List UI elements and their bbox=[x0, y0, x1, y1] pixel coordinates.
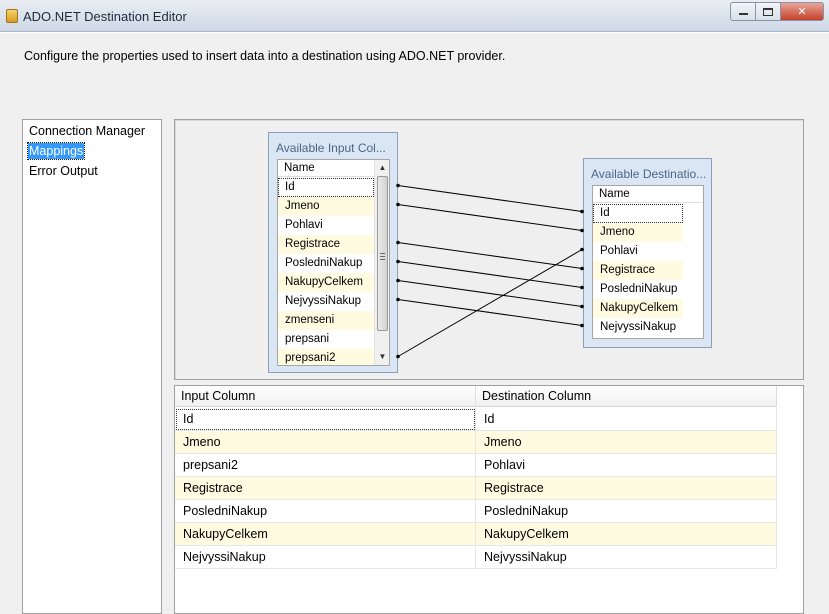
input-column-cell[interactable]: Registrace bbox=[175, 477, 476, 500]
mapping-line[interactable] bbox=[397, 185, 583, 212]
chevron-down-icon[interactable]: ▼ bbox=[378, 351, 387, 361]
destination-list-header: Name bbox=[593, 186, 703, 203]
nav-item-mappings[interactable]: Mappings bbox=[26, 142, 86, 160]
input-column-item[interactable]: Pohlavi bbox=[285, 219, 323, 231]
input-column-item[interactable]: NakupyCelkem bbox=[278, 273, 374, 292]
mapping-line[interactable] bbox=[397, 280, 583, 307]
input-column-item[interactable]: NejvyssiNakup bbox=[285, 295, 362, 307]
destination-column-cell[interactable]: PosledniNakup bbox=[476, 500, 777, 523]
input-list-scrollbar[interactable]: ▲ ▼ bbox=[374, 160, 389, 365]
maximize-icon bbox=[763, 7, 773, 16]
destination-column-item[interactable]: Id bbox=[593, 204, 683, 223]
mapping-line[interactable] bbox=[397, 249, 583, 357]
input-column-cell[interactable]: Id bbox=[175, 408, 476, 431]
input-column-cell[interactable]: prepsani2 bbox=[175, 454, 476, 477]
chevron-up-icon[interactable]: ▲ bbox=[378, 162, 387, 172]
destination-box-title: Available Destinatio... bbox=[591, 167, 707, 181]
input-column-cell[interactable]: PosledniNakup bbox=[175, 500, 476, 523]
folder-icon bbox=[6, 9, 18, 23]
destination-column-item[interactable]: NejvyssiNakup bbox=[600, 321, 677, 333]
destination-column-header[interactable]: Destination Column bbox=[476, 386, 777, 407]
minimize-button[interactable] bbox=[730, 2, 756, 21]
nav-item-connection-manager[interactable]: Connection Manager bbox=[29, 124, 146, 138]
destination-column-cell[interactable]: Id bbox=[476, 408, 777, 431]
input-column-header[interactable]: Input Column bbox=[175, 386, 476, 407]
input-column-cell[interactable]: NejvyssiNakup bbox=[175, 546, 476, 569]
destination-column-cell[interactable]: Registrace bbox=[476, 477, 777, 500]
nav-item-error-output[interactable]: Error Output bbox=[29, 164, 98, 178]
input-column-cell[interactable]: Jmeno bbox=[175, 431, 476, 454]
grid-header: Input Column Destination Column bbox=[175, 386, 777, 407]
mapping-line[interactable] bbox=[397, 242, 583, 269]
close-button[interactable]: ✕ bbox=[781, 2, 824, 21]
input-column-item[interactable]: Id bbox=[278, 178, 374, 197]
input-column-item[interactable]: PosledniNakup bbox=[285, 257, 363, 269]
page-navigation: Connection Manager Mappings Error Output bbox=[22, 119, 162, 614]
destination-column-cell[interactable]: NakupyCelkem bbox=[476, 523, 777, 546]
title-divider bbox=[0, 32, 829, 33]
grip-icon bbox=[380, 253, 385, 260]
input-column-item[interactable]: Registrace bbox=[278, 235, 374, 254]
destination-column-item[interactable]: Registrace bbox=[593, 261, 683, 280]
minimize-icon bbox=[738, 13, 748, 15]
destination-column-item[interactable]: Pohlavi bbox=[600, 245, 638, 257]
destination-column-item[interactable]: PosledniNakup bbox=[600, 283, 678, 295]
mapping-line[interactable] bbox=[397, 299, 583, 326]
destination-column-cell[interactable]: Jmeno bbox=[476, 431, 777, 454]
input-box-title: Available Input Col... bbox=[276, 141, 386, 155]
title-bar: ADO.NET Destination Editor ✕ bbox=[0, 0, 829, 32]
destination-column-item[interactable]: NakupyCelkem bbox=[593, 299, 683, 318]
destination-column-item[interactable]: Jmeno bbox=[593, 223, 683, 242]
input-column-cell[interactable]: NakupyCelkem bbox=[175, 523, 476, 546]
input-column-item[interactable]: prepsani2 bbox=[278, 349, 374, 365]
window-controls: ✕ bbox=[730, 2, 824, 21]
input-column-item[interactable]: zmenseni bbox=[278, 311, 374, 330]
mapping-line[interactable] bbox=[397, 261, 583, 288]
maximize-button[interactable] bbox=[756, 2, 781, 21]
mapping-line[interactable] bbox=[397, 204, 583, 231]
window-title: ADO.NET Destination Editor bbox=[23, 9, 187, 24]
input-list-header: Name bbox=[278, 160, 389, 177]
input-column-item[interactable]: Jmeno bbox=[278, 197, 374, 216]
page-description: Configure the properties used to insert … bbox=[24, 49, 506, 63]
scrollbar-thumb[interactable] bbox=[377, 176, 388, 331]
destination-column-cell[interactable]: Pohlavi bbox=[476, 454, 777, 477]
input-column-item[interactable]: prepsani bbox=[285, 333, 330, 345]
destination-column-cell[interactable]: NejvyssiNakup bbox=[476, 546, 777, 569]
